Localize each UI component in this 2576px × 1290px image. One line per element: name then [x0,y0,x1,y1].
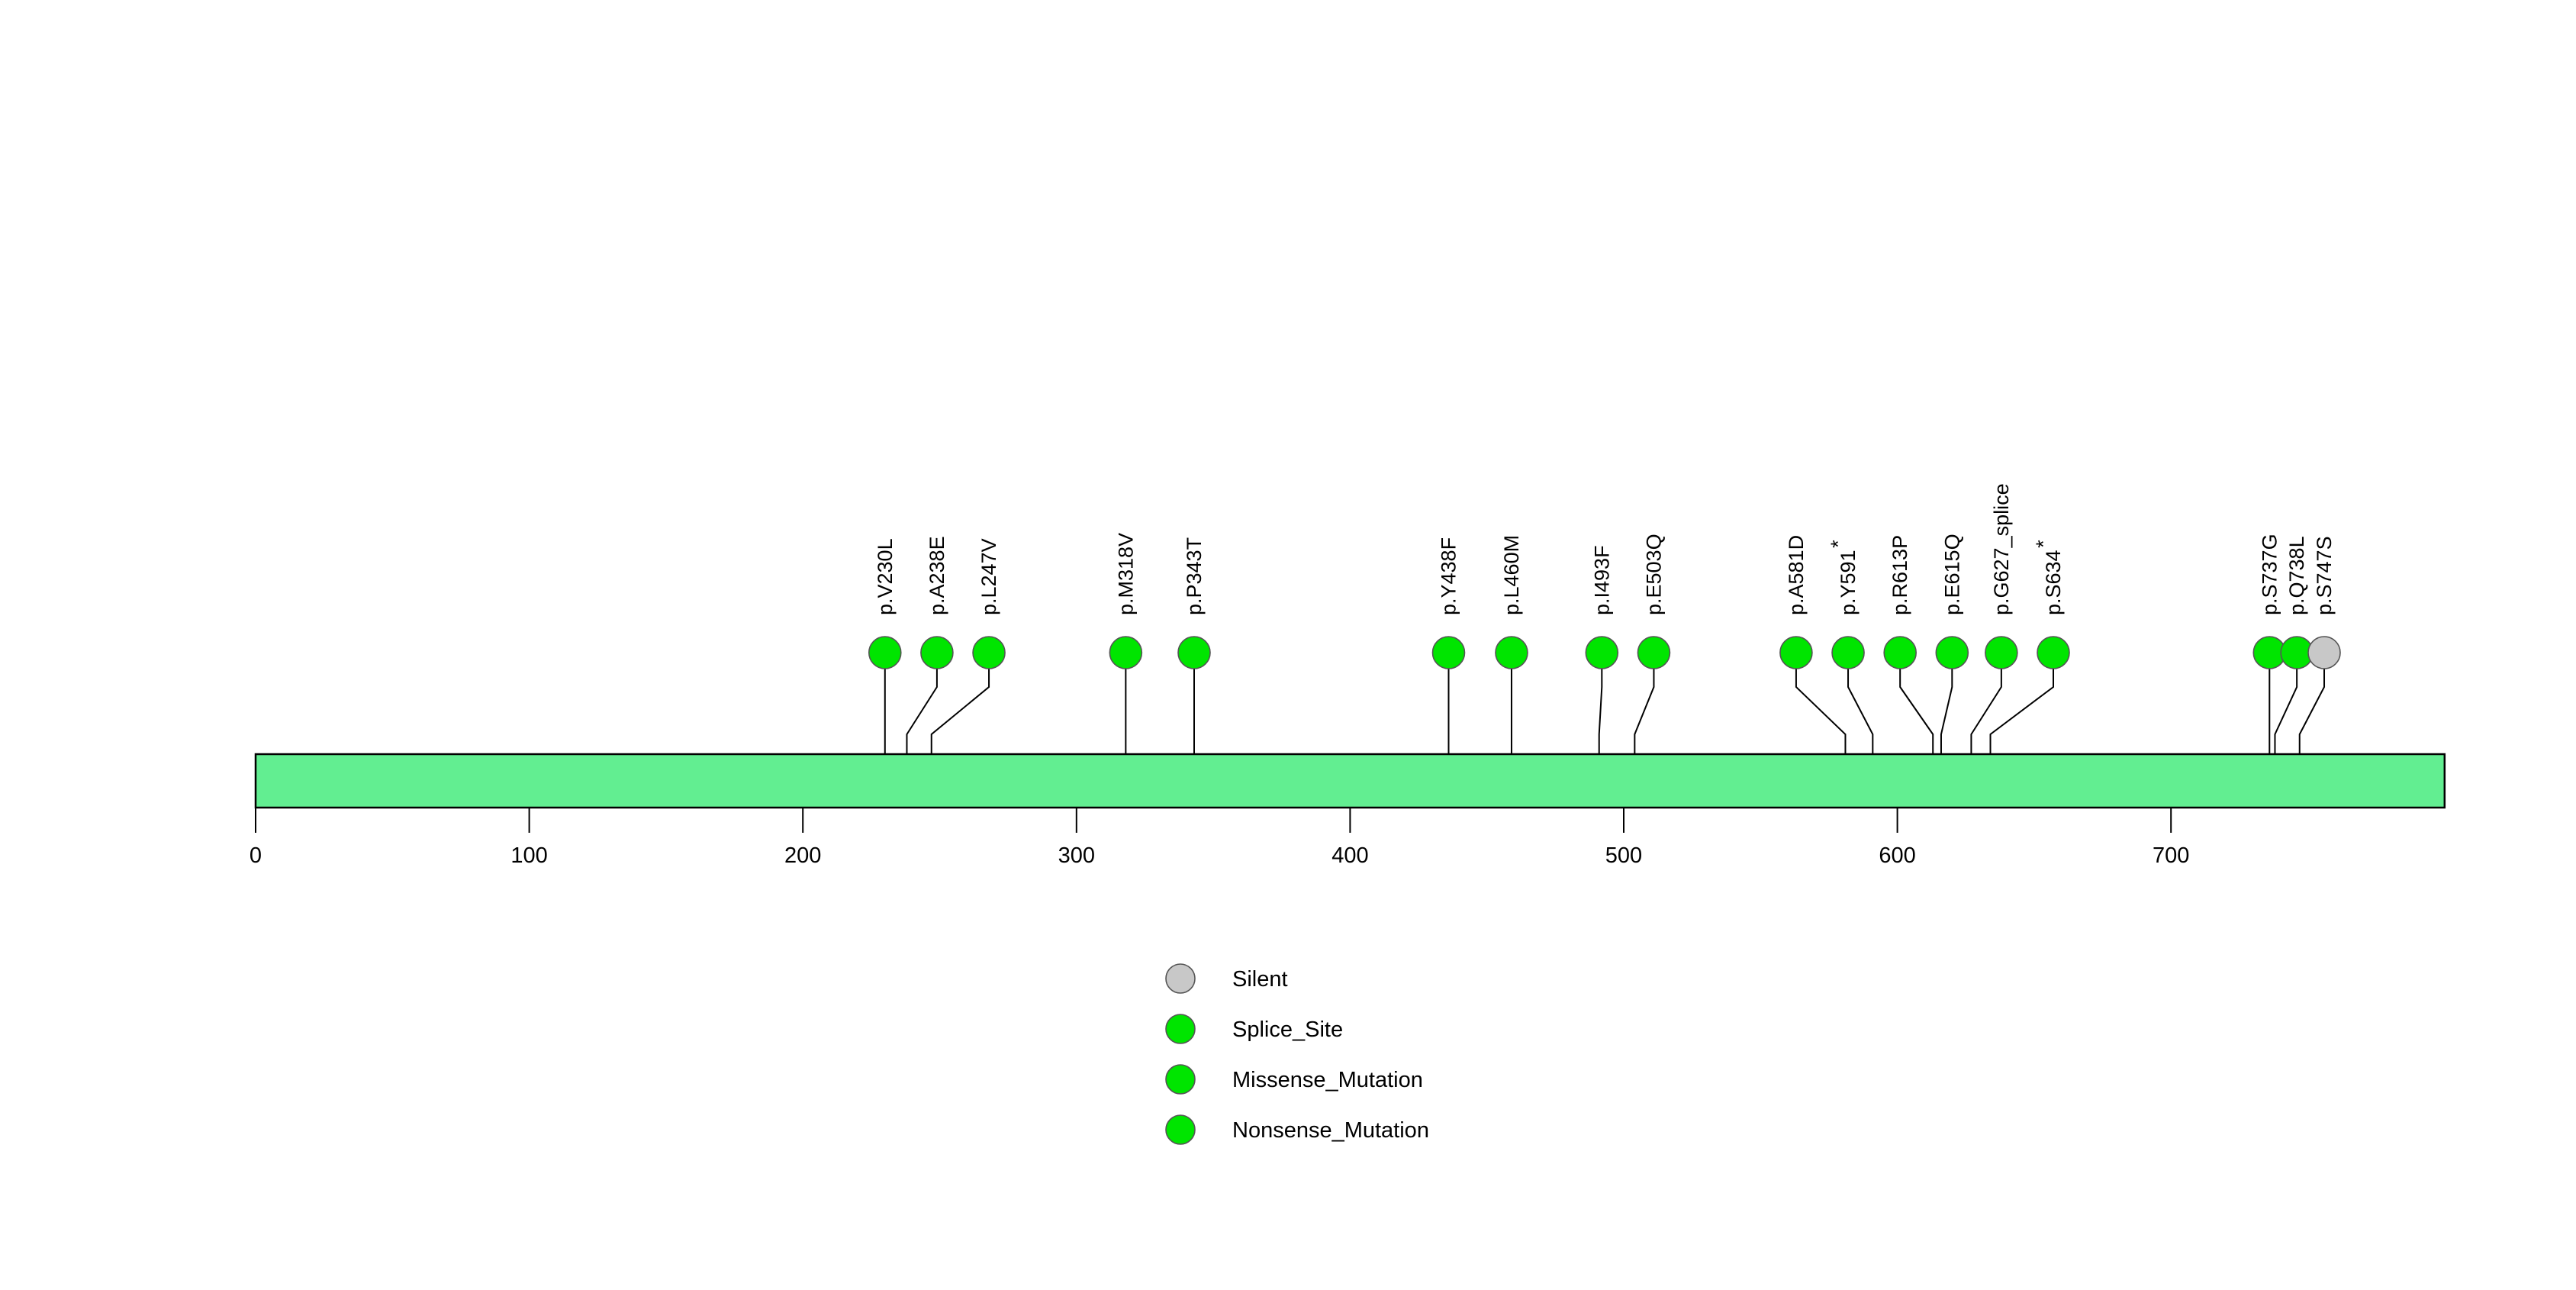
axis-tick-label: 500 [1605,843,1642,868]
axis-tick-label: 300 [1058,843,1095,868]
mutation-label-text: p.Y591 [1837,550,1860,615]
lollipop-head[interactable] [972,636,1006,669]
axis-tick-label: 400 [1331,843,1368,868]
nonsense-star-icon: * [2032,540,2055,548]
lollipop-head[interactable] [1883,636,1917,669]
mutation-label: p.Y438F [1437,537,1460,615]
legend-swatch [1165,1114,1196,1145]
lollipop-head[interactable] [1585,636,1619,669]
mutation-label: p.I493F [1590,545,1613,615]
mutation-label: p.G627_splice [1990,483,2013,615]
mutation-label-text: p.P343T [1183,537,1206,615]
lollipop-head[interactable] [2307,636,2341,669]
mutation-labels-layer: p.V230L p.A238E p.L247V p.M318V p.P343T p.Y43… [874,483,2336,615]
mutation-label-text: p.M318V [1114,533,1137,615]
lollipop-head[interactable] [920,636,954,669]
lollipop-head[interactable] [1109,636,1143,669]
mutation-label-text: p.A238E [926,536,948,615]
mutation-label: p.A238E [926,536,948,615]
mutation-label-text: p.E503Q [1642,534,1665,615]
lollipop-head[interactable] [1637,636,1671,669]
axis-tick-label: 200 [784,843,821,868]
axis-tick-label: 700 [2153,843,2189,868]
legend-label: Missense_Mutation [1232,1068,1423,1092]
legend-label: Nonsense_Mutation [1232,1118,1429,1143]
mutation-label-text: p.R613P [1889,535,1911,615]
mutation-label-text: p.L247V [977,538,1000,615]
mutation-label: p.R613P [1889,535,1911,615]
lollipop-head[interactable] [868,636,902,669]
mutation-label-text: p.S737G [2258,534,2281,615]
mutation-label: p.Y591 * [1827,540,1860,615]
mutation-label: p.S634 * [2032,540,2065,615]
mutation-label-text: p.G627_splice [1990,483,2013,615]
mutation-label-text: p.V230L [874,538,897,615]
mutation-label: p.L460M [1500,535,1523,615]
mutation-label-text: p.L460M [1500,535,1523,615]
axis-tick-label: 0 [250,843,262,868]
legend-label: Splice_Site [1232,1017,1343,1042]
mutation-label-text: p.A581D [1785,535,1808,615]
mutation-label: p.L247V [977,538,1000,615]
mutation-label-text: p.Q738L [2285,536,2308,615]
mutation-label-text: p.S634 [2042,550,2065,615]
mutation-label: p.V230L [874,538,897,615]
mutation-label: p.S747S [2313,536,2336,615]
lollipop-head[interactable] [1431,636,1466,669]
mutation-label: p.S737G [2258,534,2281,615]
mutation-label-text: p.S747S [2313,536,2336,615]
lollipop-head[interactable] [1935,636,1969,669]
mutation-label: p.A581D [1785,535,1808,615]
axis-tick-label: 100 [510,843,547,868]
protein-track [254,753,2446,809]
mutation-label: p.M318V [1114,533,1137,615]
mutation-label: p.P343T [1183,537,1206,615]
lollipop-head[interactable] [2037,636,2070,669]
mutation-label-text: p.E615Q [1940,534,1963,615]
protein-track-layer [254,753,2446,809]
mutation-label-text: p.I493F [1590,545,1613,615]
legend-layer: SilentSplice_SiteMissense_MutationNonsen… [1165,963,1429,1145]
axis-tick-label: 600 [1879,843,1915,868]
lollipop-head[interactable] [1177,636,1211,669]
lollipop-head[interactable] [1831,636,1865,669]
mutation-label-text: p.Y438F [1437,537,1460,615]
axis-layer: 0 100 200 300 400 500 600 700 [250,808,2189,868]
mutation-label: p.E503Q [1642,534,1665,615]
mutation-label: p.E615Q [1940,534,1963,615]
legend-label: Silent [1232,967,1288,992]
lollipop-head[interactable] [1985,636,2018,669]
legend-swatch [1165,1064,1196,1095]
nonsense-star-icon: * [1827,540,1850,548]
legend-swatch [1165,1014,1196,1044]
lollipop-head[interactable] [1495,636,1528,669]
mutation-label: p.Q738L [2285,536,2308,615]
lollipop-head[interactable] [1779,636,1813,669]
legend-swatch [1165,963,1196,994]
lollipop-heads-layer [868,636,2341,669]
